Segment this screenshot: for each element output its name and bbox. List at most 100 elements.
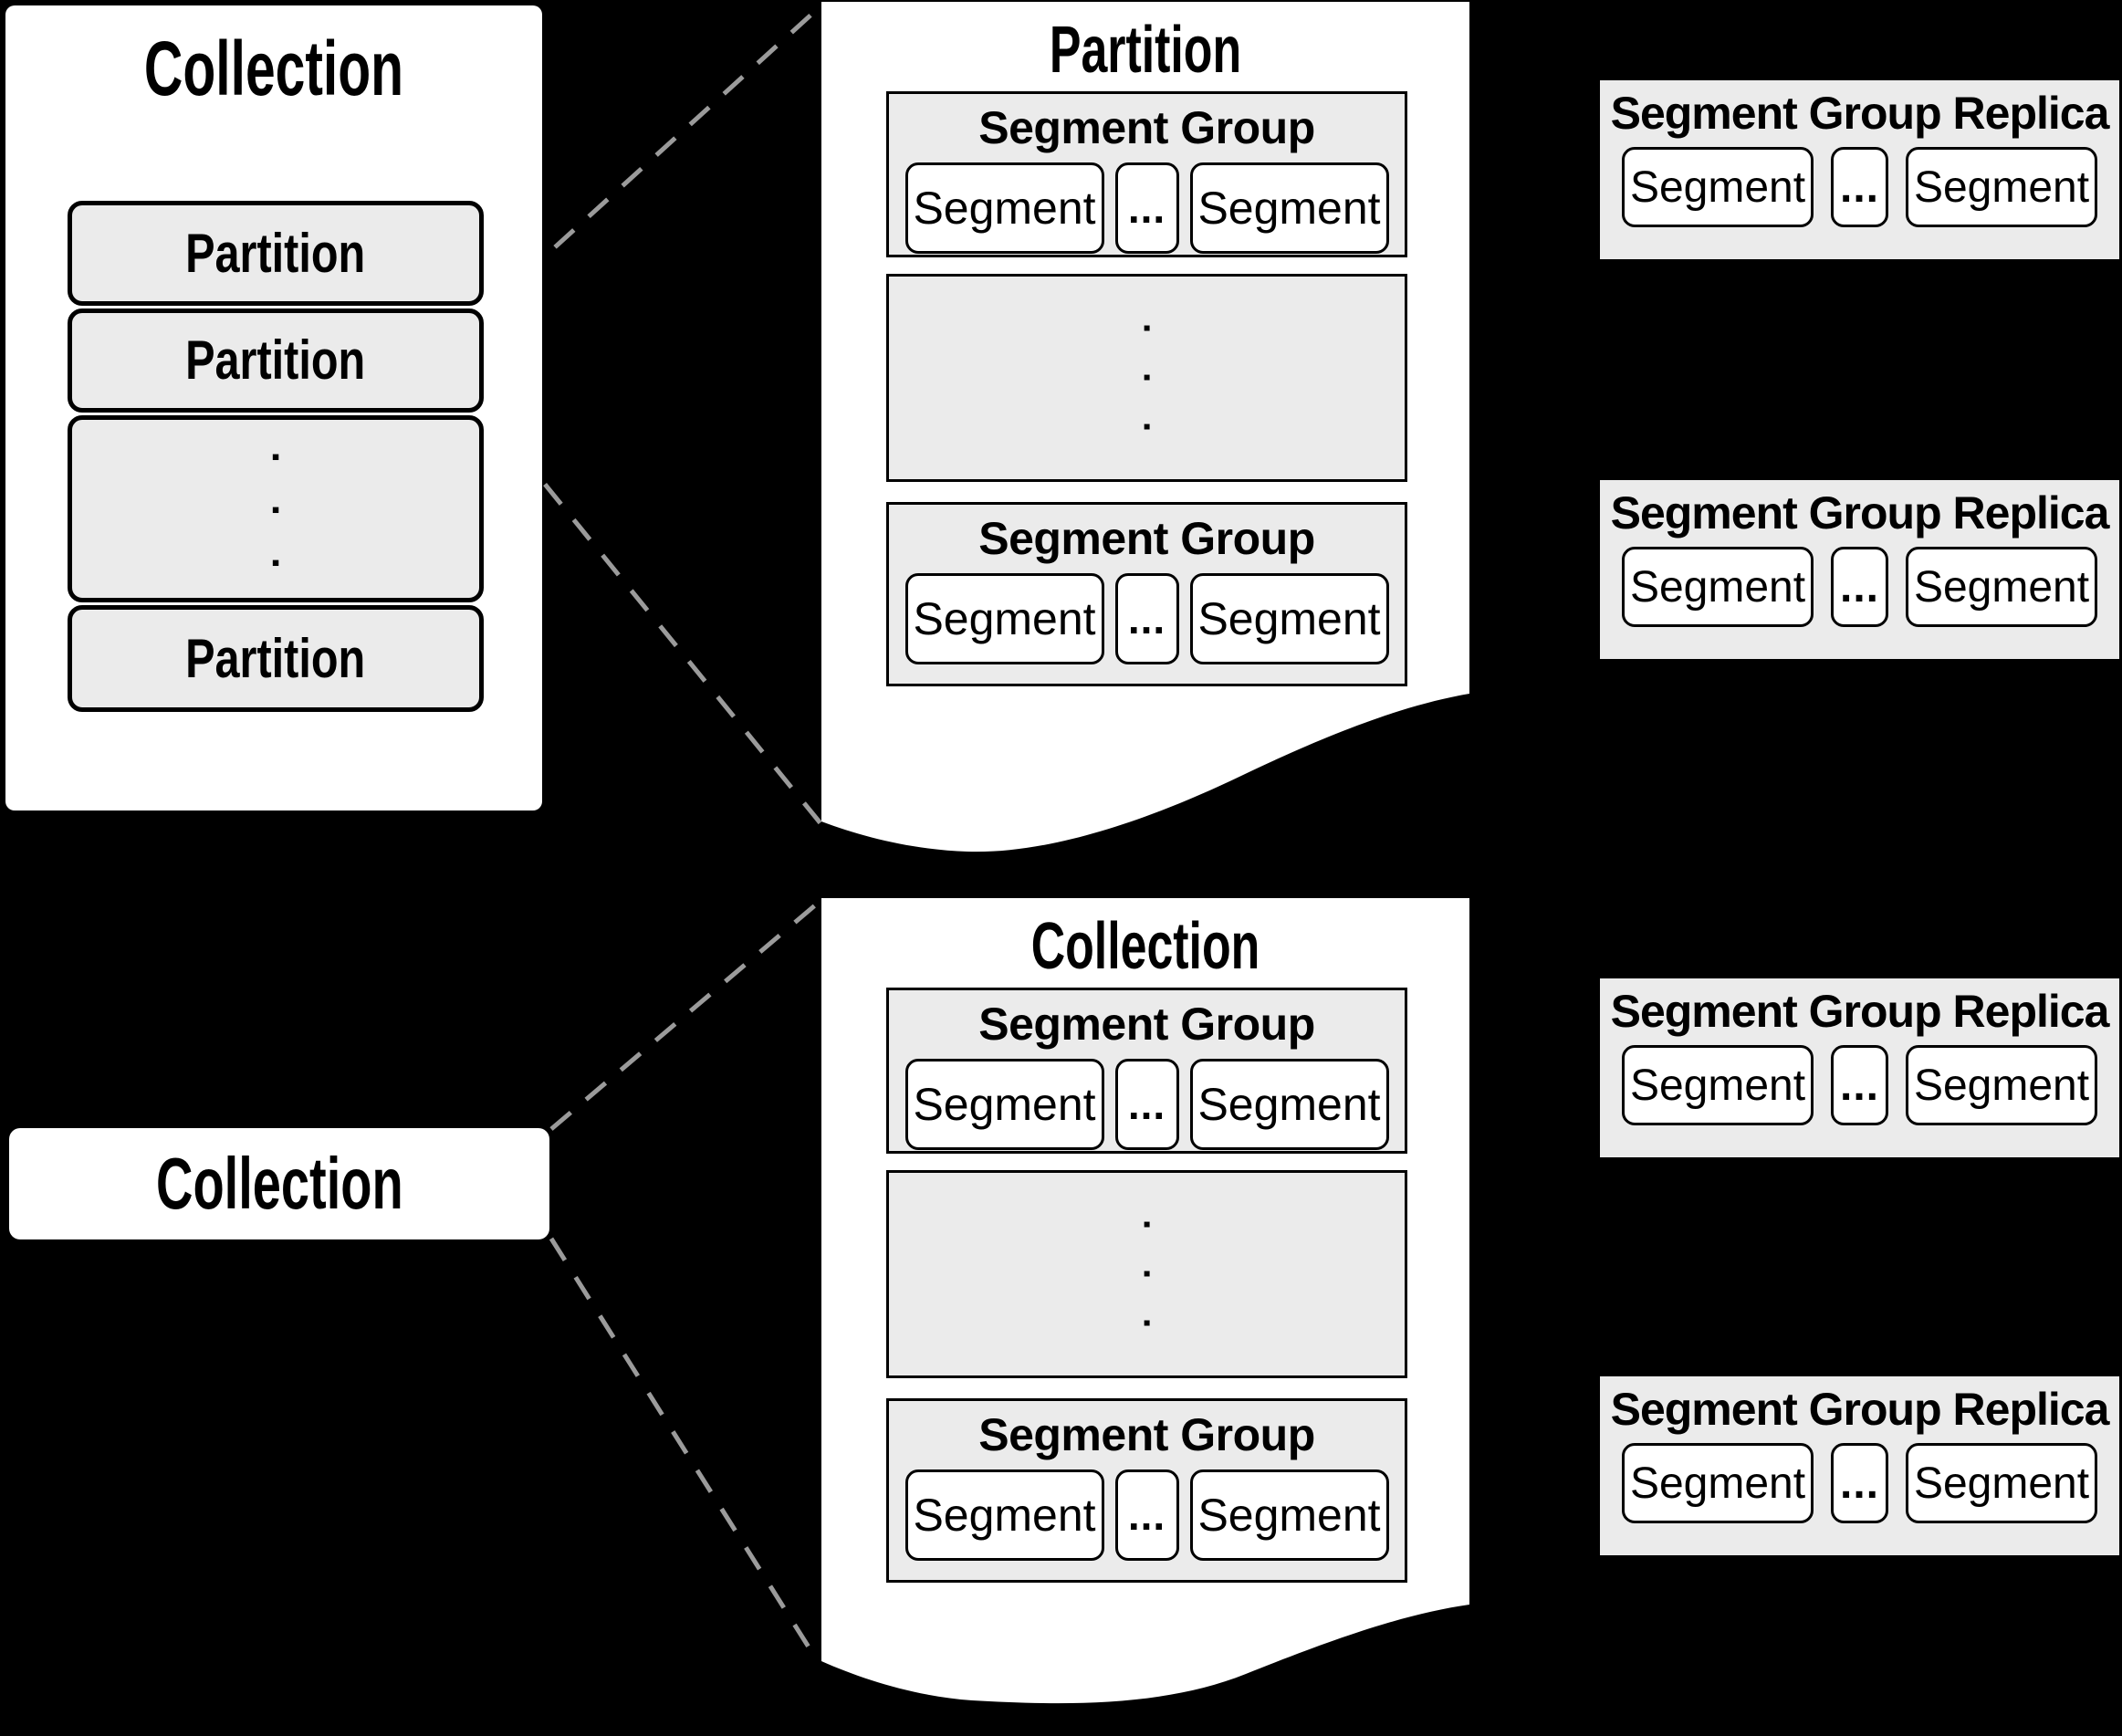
segment-group-box: Segment Group Segment ... Segment [886,1398,1407,1583]
partition-row-label: Partition [185,222,366,284]
segment-label: Segment [1629,1061,1806,1110]
partition-row-label: Partition [185,627,366,689]
segment-row: Segment ... Segment [1600,1045,2119,1125]
segment-ellipsis-box: ... [1831,547,1888,627]
segment-box: Segment [1906,1045,2097,1125]
segment-group-title: Segment Group [978,1409,1315,1460]
partition-row: Partition [68,309,484,413]
segment-ellipsis-box: ... [1114,573,1179,664]
group-vertical-ellipsis-box: ▪ ▪ ▪ [886,274,1407,482]
segment-ellipsis-box: ... [1114,162,1179,254]
segment-box: Segment [904,1059,1104,1150]
segment-box: Segment [1189,162,1389,254]
segment-group-replica-card: Segment Group Replica Segment ... Segmen… [1600,80,2119,259]
segment-label: Segment [1913,1459,2090,1508]
segment-group-replica-card: Segment Group Replica Segment ... Segmen… [1600,1376,2119,1555]
segment-label: Segment [913,1490,1096,1541]
ellipsis-dot-icon: ▪ [1143,1212,1151,1237]
segment-label: Segment [1913,562,2090,612]
segment-box: Segment [1906,1443,2097,1523]
connector-collection-to-detail-top [549,898,823,1131]
ellipsis-label: ... [1127,1491,1166,1539]
segment-label: Segment [1197,1079,1381,1130]
replica-title: Segment Group Replica [1610,1384,2110,1435]
replica-title: Segment Group Replica [1610,487,2110,539]
segment-box: Segment [1189,1059,1389,1150]
segment-ellipsis-box: ... [1831,147,1888,227]
segment-label: Segment [913,593,1096,644]
segment-group-replica-card: Segment Group Replica Segment ... Segmen… [1600,978,2119,1157]
ellipsis-dot-icon: ▪ [271,548,280,576]
segment-label: Segment [1913,1061,2090,1110]
connector-collection-to-detail-bottom [549,1237,821,1665]
ellipsis-label: ... [1839,162,1879,212]
segment-box: Segment [1622,1045,1814,1125]
segment-label: Segment [1197,593,1381,644]
ellipsis-dot-icon: ▪ [1143,1311,1151,1335]
connector-partition-to-detail-top [486,3,824,310]
partition-detail-title: Partition [1049,14,1242,87]
ellipsis-label: ... [1127,184,1166,232]
collection-detail-title: Collection [1030,910,1260,983]
ellipsis-dot-icon: ▪ [1143,414,1151,439]
segment-label: Segment [1197,183,1381,234]
segment-box: Segment [1189,1469,1389,1561]
segment-label: Segment [1629,562,1806,612]
segment-label: Segment [913,1079,1096,1130]
replica-title: Segment Group Replica [1610,88,2110,139]
segment-box: Segment [1622,547,1814,627]
partition-row: Partition [68,201,484,306]
ellipsis-dot-icon: ▪ [271,495,280,523]
collection-compact-card: Collection [9,1128,549,1239]
ellipsis-dot-icon: ▪ [1143,316,1151,340]
collection-compact-title: Collection [155,1143,403,1224]
ellipsis-dot-icon: ▪ [271,442,280,470]
segment-row: Segment ... Segment [889,1469,1405,1561]
segment-box: Segment [1906,147,2097,227]
collection-detail-panel: Collection Segment Group Segment ... Seg… [821,898,1469,1736]
segment-label: Segment [1197,1490,1381,1541]
segment-box: Segment [1622,147,1814,227]
collection-overview-title: Collection [143,26,404,111]
segment-box: Segment [904,1469,1104,1561]
segment-row: Segment ... Segment [889,162,1405,254]
partition-row-label: Partition [185,329,366,391]
segment-row: Segment ... Segment [1600,547,2119,627]
segment-group-box: Segment Group Segment ... Segment [886,988,1407,1154]
segment-row: Segment ... Segment [889,573,1405,664]
segment-row: Segment ... Segment [1600,1443,2119,1523]
segment-group-title: Segment Group [978,999,1315,1050]
segment-group-box: Segment Group Segment ... Segment [886,502,1407,686]
segment-label: Segment [1629,162,1806,212]
group-vertical-ellipsis-box: ▪ ▪ ▪ [886,1170,1407,1378]
segment-label: Segment [1913,162,2090,212]
segment-ellipsis-box: ... [1114,1059,1179,1150]
ellipsis-dot-icon: ▪ [1143,1261,1151,1286]
ellipsis-label: ... [1127,595,1166,643]
segment-row: Segment ... Segment [1600,147,2119,227]
segment-box: Segment [904,162,1104,254]
segment-ellipsis-box: ... [1831,1443,1888,1523]
segment-box: Segment [904,573,1104,664]
segment-box: Segment [1622,1443,1814,1523]
collection-overview-card: Collection Partition Partition ▪ ▪ ▪ Par… [5,5,542,810]
segment-ellipsis-box: ... [1114,1469,1179,1561]
ellipsis-dot-icon: ▪ [1143,365,1151,390]
segment-group-title: Segment Group [978,513,1315,564]
replica-title: Segment Group Replica [1610,986,2110,1037]
segment-box: Segment [1906,547,2097,627]
segment-box: Segment [1189,573,1389,664]
segment-row: Segment ... Segment [889,1059,1405,1150]
ellipsis-label: ... [1127,1081,1166,1128]
partition-vertical-ellipsis-box: ▪ ▪ ▪ [68,415,484,602]
segment-group-replica-card: Segment Group Replica Segment ... Segmen… [1600,480,2119,659]
ellipsis-label: ... [1839,1459,1879,1508]
ellipsis-label: ... [1839,1061,1879,1110]
segment-label: Segment [1629,1459,1806,1508]
ellipsis-label: ... [1839,562,1879,612]
partition-row: Partition [68,605,484,712]
segment-group-title: Segment Group [978,102,1315,153]
segment-label: Segment [913,183,1096,234]
